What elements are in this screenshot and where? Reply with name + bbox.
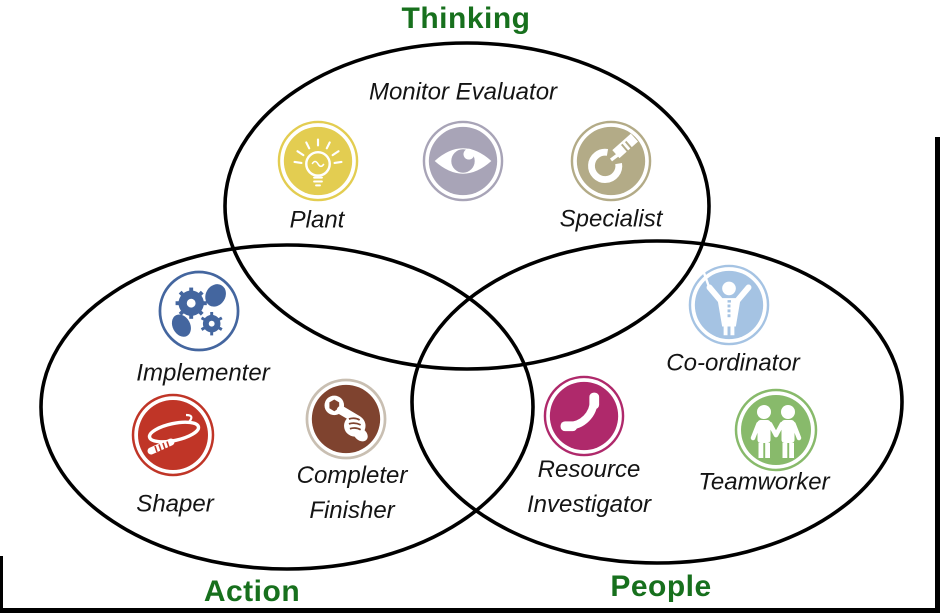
lightbulb-icon [277, 120, 359, 202]
shaper-label: Shaper [136, 490, 214, 518]
thinking-ellipse [223, 41, 711, 371]
implementer-label: Implementer [136, 359, 270, 387]
specialist-label: Specialist [559, 205, 663, 233]
action-title: Action [203, 575, 301, 608]
people-ellipse [410, 239, 904, 565]
resource-investigator-label: Resource Investigator [526, 456, 652, 518]
micrometer-icon [570, 120, 652, 202]
action-ellipse [39, 243, 535, 571]
teamworker-label: Teamworker [698, 468, 830, 496]
gears-icon [158, 270, 240, 352]
wrench-fist-icon [305, 378, 387, 460]
coordinator-label: Co-ordinator [666, 349, 800, 377]
two-people-icon [734, 388, 818, 472]
conductor-icon [688, 264, 770, 346]
eye-icon [422, 120, 504, 202]
completer-finisher-label: Completer Finisher [296, 462, 408, 524]
monitor-evaluator-label: Monitor Evaluator [368, 78, 558, 106]
plant-label: Plant [289, 206, 345, 234]
people-title: People [610, 570, 712, 603]
thinking-title: Thinking [401, 2, 531, 35]
whip-icon [131, 393, 215, 477]
telephone-icon [543, 375, 625, 457]
